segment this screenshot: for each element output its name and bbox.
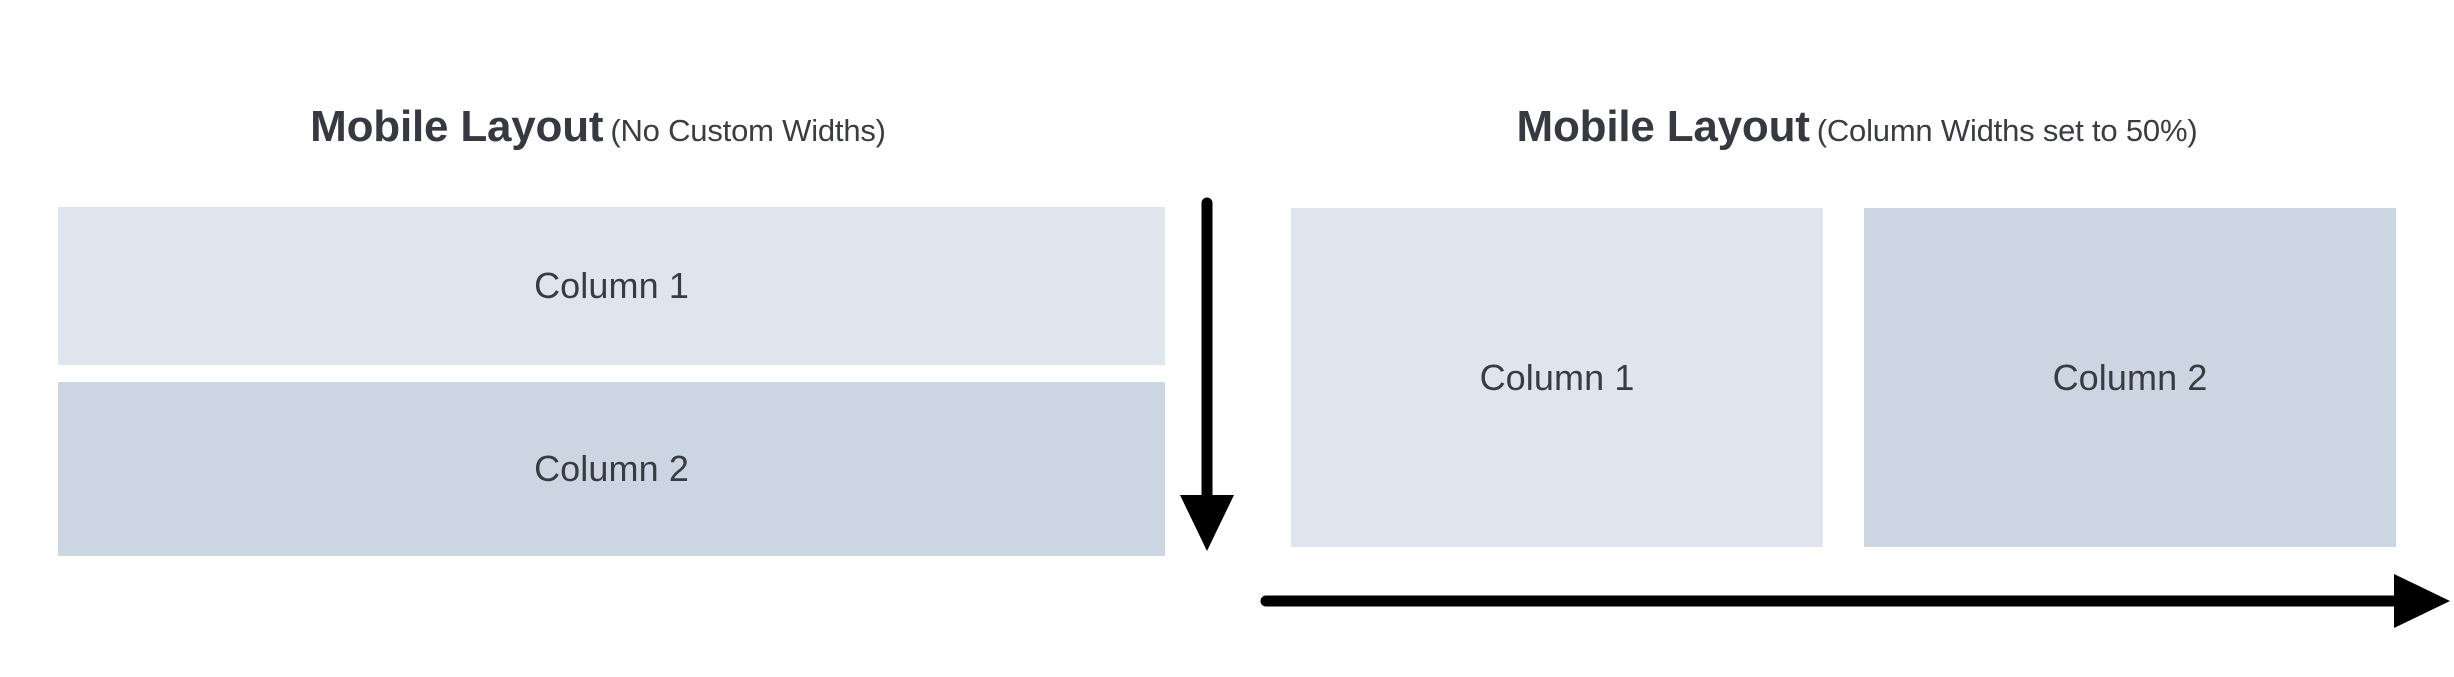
down-arrow-icon [1168, 195, 1246, 555]
right-column-1-label: Column 1 [1479, 356, 1635, 398]
panel-title-left: Mobile Layout(No Custom Widths) [0, 105, 1218, 149]
panel-title-right-sub: (Column Widths set to 50%) [1816, 113, 2198, 148]
left-column-2-box: Column 2 [58, 382, 1165, 556]
panel-widths-50-percent: Mobile Layout(Column Widths set to 50%) … [1240, 0, 2454, 677]
left-column-1-box: Column 1 [58, 207, 1165, 365]
right-column-2-label: Column 2 [2052, 356, 2208, 398]
panel-no-custom-widths: Mobile Layout(No Custom Widths) Column 1… [0, 105, 1218, 556]
panel-title-left-sub: (No Custom Widths) [610, 113, 886, 148]
right-column-1-box: Column 1 [1291, 208, 1823, 547]
panel-title-left-main: Mobile Layout [310, 102, 604, 151]
right-arrow-icon [1258, 565, 2454, 635]
panel-title-right: Mobile Layout(Column Widths set to 50%) [1250, 105, 2454, 149]
left-column-1-label: Column 1 [534, 265, 689, 306]
left-column-2-label: Column 2 [534, 448, 689, 489]
panel-title-right-main: Mobile Layout [1516, 102, 1810, 151]
right-column-2-box: Column 2 [1864, 208, 2396, 547]
